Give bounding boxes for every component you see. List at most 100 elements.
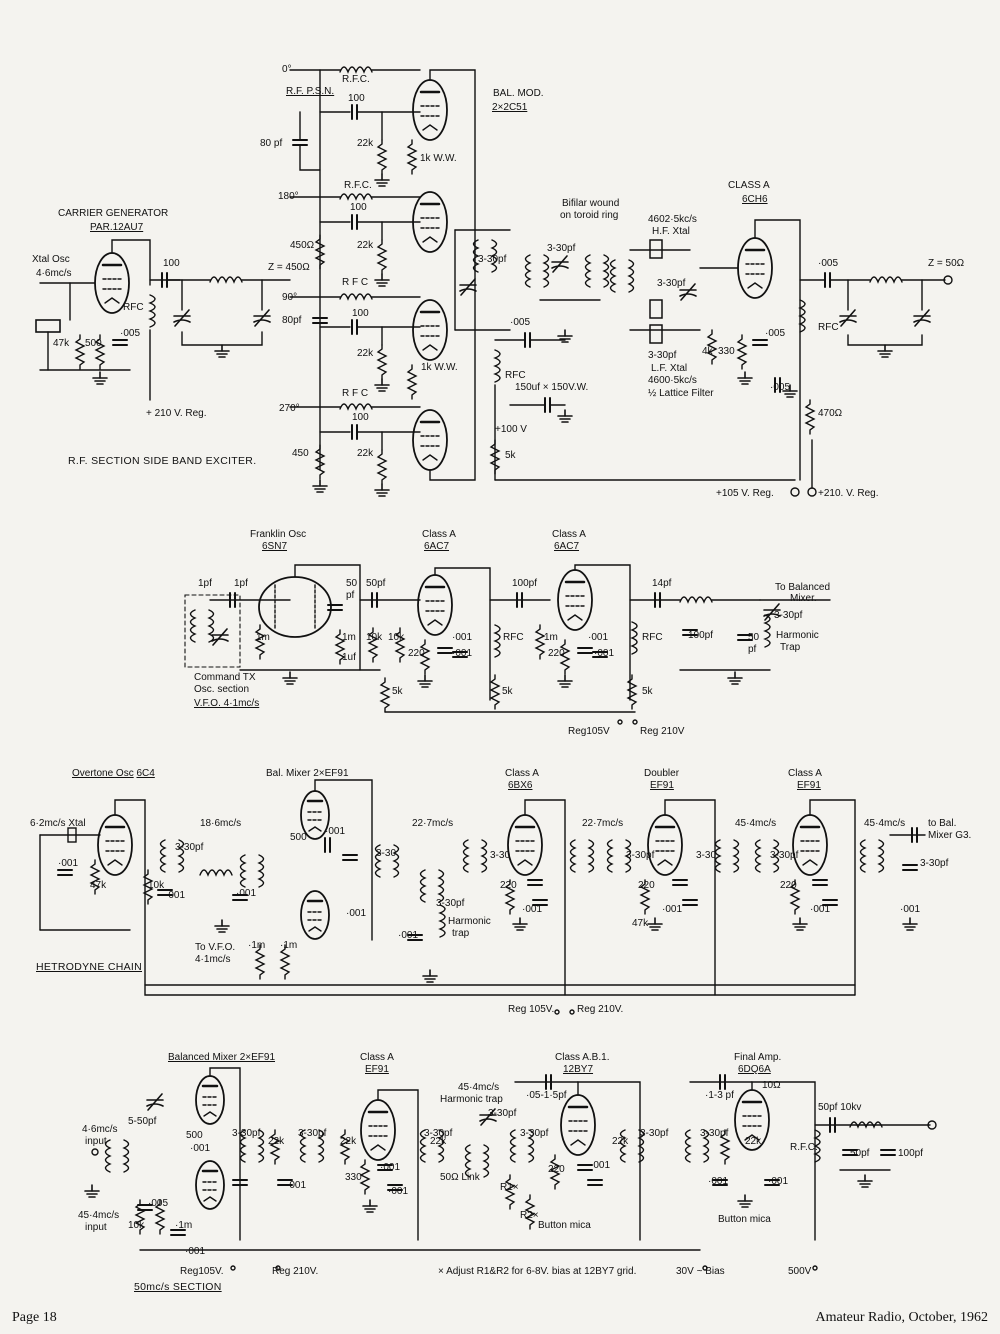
xtal-osc-label: Xtal Osc (32, 254, 70, 265)
bal-mixer-label-s3: Bal. Mixer 2×EF91 (266, 768, 349, 779)
final-amp-label: Final Amp. (734, 1052, 782, 1063)
pf14-label: 14pf (652, 578, 672, 589)
pf80b-label: 80pf (282, 315, 302, 326)
c005-label: ·005 (120, 328, 141, 339)
k22c-label-s4: 22k (430, 1136, 447, 1147)
r470-label: 470Ω (818, 408, 843, 419)
pf50c-label: 50pf (366, 578, 386, 589)
c001b-label-s3: ·001 (165, 890, 186, 901)
v500-label-s4: 500V (788, 1266, 812, 1277)
rf-section-sideband-exciter (35, 66, 953, 497)
c001j-label-s3: ·001 (900, 904, 921, 915)
hetrodyne-title: HETRODYNE CHAIN (36, 961, 143, 973)
bal-mod-label: BAL. MOD. (493, 88, 544, 99)
r47k-label: 47k (53, 338, 70, 349)
k22e-label-s4: 22k (745, 1136, 762, 1147)
c330c-label-s3: 3-30pf (436, 898, 465, 909)
vfo-label: V.F.O. 4·1mc/s (194, 698, 260, 709)
cap150-label: 150uf × 150V.W. (515, 382, 589, 393)
bal-mixer-label-s4: Balanced Mixer 2×EF91 (168, 1052, 276, 1063)
harmonic-trap-label-s4: Harmonic trap (440, 1094, 503, 1105)
lattice-label: ½ Lattice Filter (648, 388, 714, 399)
input2b-label: input (85, 1222, 107, 1233)
k47a-label-s3: 47k (90, 880, 107, 891)
harmonic-freq-label-s4: 45·4mc/s (458, 1082, 500, 1093)
uf1-label: 1uf (342, 652, 356, 663)
k47b-label-s3: 47k (632, 918, 649, 929)
c001b-label: ·001 (452, 648, 473, 659)
reg210-label-s4: Reg 210V. (272, 1266, 319, 1277)
reg105-label-s2: Reg105V (568, 726, 610, 737)
doubler-tube-label: EF91 (650, 780, 674, 791)
class-a2-tube-label-s3: EF91 (797, 780, 821, 791)
k10a-label: 10k (366, 632, 383, 643)
section1-title: R.F. SECTION SIDE BAND EXCITER. (68, 455, 257, 467)
r4k-label: 4k (702, 346, 713, 357)
c13-label: ·1-3 pf (705, 1090, 734, 1101)
pf1b-label: 1pf (234, 578, 248, 589)
carrier-generator-label: CARRIER GENERATOR (58, 208, 169, 219)
c001g-label-s4: ·001 (708, 1176, 729, 1187)
classa1-label: Class A (422, 529, 456, 540)
k22b-label-s4: 22k (340, 1136, 357, 1147)
class-a-label-s4: Class A (360, 1052, 394, 1063)
xtal-freq-label: 4·6mc/s (36, 268, 72, 279)
r450a-label: 450Ω (290, 240, 315, 251)
r1-label-s4: R1× (500, 1182, 519, 1193)
k22d-label-s4: 22k (612, 1136, 629, 1147)
c330a-label-s3: 3-30pf (175, 842, 204, 853)
r220c-label-s3: 220 (780, 880, 797, 891)
r220a-label-s3: 220 (500, 880, 517, 891)
ww2-label: 1k W.W. (421, 362, 458, 373)
class-ab1-label: Class A.B.1. (555, 1052, 610, 1063)
pf80a-label: 80 pf (260, 138, 283, 149)
lf-freq-label: 4600·5kc/s (648, 375, 697, 386)
fifty-mc-section (84, 1067, 937, 1271)
r450b-label: 450 (292, 448, 309, 459)
overtone-text: Overtone Osc (72, 768, 134, 779)
pf50b-label: pf (346, 590, 355, 601)
final-tube-label: 6DQ6A (738, 1064, 771, 1075)
to-vfo-label: To V.F.O. (195, 942, 236, 953)
r330-label-s4: 330 (345, 1172, 362, 1183)
trap-label-s3: trap (452, 928, 470, 939)
rfc-label-1: RFC (123, 302, 144, 313)
rfc2-label-s2: RFC (642, 632, 663, 643)
c330g-label-s4: 3-30pf (700, 1128, 729, 1139)
input1b-label: input (85, 1136, 107, 1147)
c330e-label-s3: 3-30pf (626, 850, 655, 861)
reg105-label-s4: Reg105V. (180, 1266, 224, 1277)
pf50d-label: 50 (748, 632, 760, 643)
reg105-label-s1: +105 V. Reg. (716, 488, 774, 499)
rfc2-label: RFC (505, 370, 526, 381)
ww1-label: 1k W.W. (420, 153, 457, 164)
hf-freq-label: 4602·5kc/s (648, 214, 697, 225)
harmonic-label-s2: Harmonic (776, 630, 819, 641)
c001g-label-s3: ·001 (522, 904, 543, 915)
toroid-label: on toroid ring (560, 210, 619, 221)
pf50-label-s4: 50pf (850, 1148, 870, 1159)
harmonic-label-s3: Harmonic (448, 916, 491, 927)
r220b-label-s3: 220 (638, 880, 655, 891)
c001c-label-s4: ·001 (286, 1180, 307, 1191)
classa2-label: Class A (552, 529, 586, 540)
k5b-label: 5k (502, 686, 513, 697)
reg210-label-s3: Reg 210V. (577, 1004, 624, 1015)
osc-section-label: Osc. section (194, 684, 250, 695)
pf100-label: 100pf (512, 578, 538, 589)
c005e-label: ·005 (818, 258, 839, 269)
f454b-label: 45·4mc/s (864, 818, 906, 829)
input1-label: 4·6mc/s (82, 1124, 118, 1135)
c005b-label: ·005 (510, 317, 531, 328)
rf-psn-label: R.F. P.S.N. (286, 86, 335, 97)
c330e-label-s4: 3-30pf (520, 1128, 549, 1139)
r22ka-label: 22k (357, 138, 374, 149)
rfc-a-label: R.F.C. (342, 74, 370, 85)
overtone-label: Overtone Osc 6C4 (72, 768, 155, 779)
c330b-label-s4: 3-30pf (298, 1128, 327, 1139)
c100e-label: 100 (352, 412, 369, 423)
c100c-label: 100 (350, 202, 367, 213)
doubler-label: Doubler (644, 768, 680, 779)
c330b-label-s3: 3-30 (376, 848, 397, 859)
